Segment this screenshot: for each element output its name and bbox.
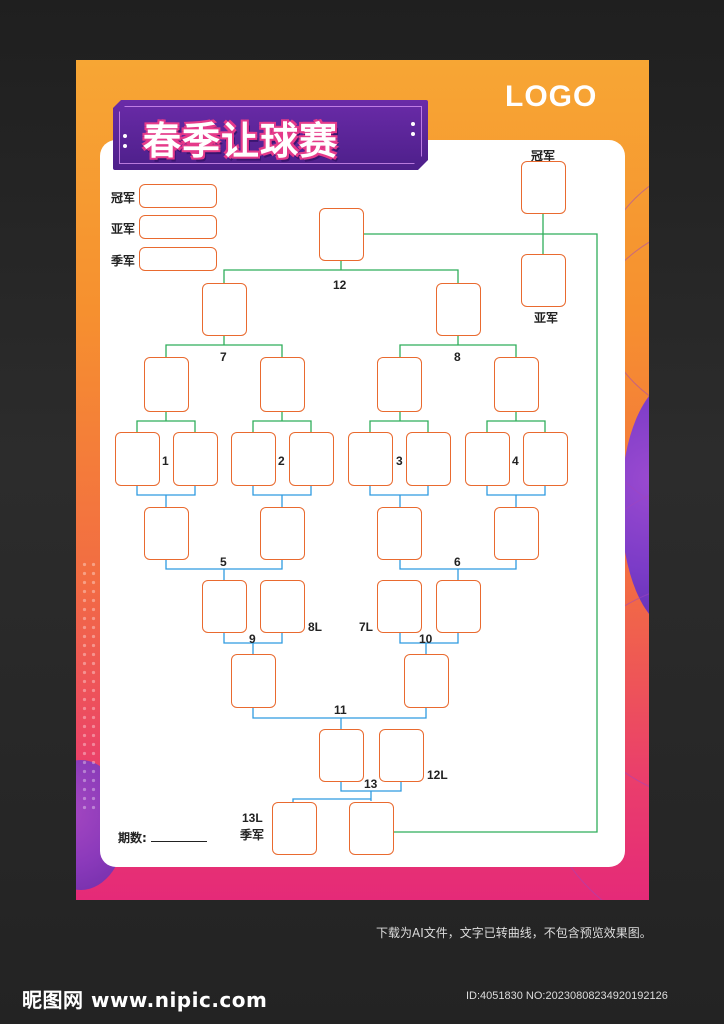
- download-note: 下载为AI文件，文字已转曲线，不包含预览效果图。: [376, 926, 652, 940]
- image-id-line: ID:4051830 NO:20230808234920192126: [466, 990, 668, 1002]
- result-champion-field[interactable]: [139, 184, 217, 208]
- team-box[interactable]: [231, 432, 276, 486]
- logo: LOGO: [505, 80, 598, 113]
- banner-plate: [113, 100, 428, 170]
- period-underline[interactable]: [151, 841, 207, 842]
- loser-box-12l[interactable]: [379, 729, 424, 782]
- loser-box[interactable]: [377, 507, 422, 560]
- loser-tag-13l: 13L: [242, 811, 263, 825]
- loser-final-box[interactable]: [319, 729, 364, 782]
- loser-box[interactable]: [231, 654, 276, 708]
- loser-box[interactable]: [260, 507, 305, 560]
- team-box[interactable]: [115, 432, 160, 486]
- match-number-7: 7: [220, 350, 227, 364]
- poster-title: 春季让球赛: [143, 119, 339, 163]
- loser-box[interactable]: [436, 580, 481, 633]
- semifinal-box-right[interactable]: [436, 283, 481, 336]
- match-number-5: 5: [220, 555, 227, 569]
- sparkle-icon: [123, 144, 127, 148]
- match-number-11: 11: [334, 703, 347, 717]
- site-watermark: 昵图网 www.nipic.com: [22, 988, 268, 1012]
- banner-frame: [119, 106, 422, 164]
- final-box[interactable]: [319, 208, 364, 261]
- third-place-box[interactable]: [272, 802, 317, 855]
- team-box[interactable]: [289, 432, 334, 486]
- result-runner-up-field[interactable]: [139, 215, 217, 239]
- match-number-10: 10: [419, 632, 433, 646]
- quarterfinal-box[interactable]: [494, 357, 539, 412]
- result-label-runner-up: 亚军: [111, 222, 136, 236]
- loser-tag-12l: 12L: [427, 768, 448, 782]
- quarterfinal-box[interactable]: [144, 357, 189, 412]
- result-third-field[interactable]: [139, 247, 217, 271]
- champion-box[interactable]: [521, 161, 566, 214]
- loser-box-7l[interactable]: [377, 580, 422, 633]
- team-box[interactable]: [465, 432, 510, 486]
- loser-box[interactable]: [202, 580, 247, 633]
- runner-up-box[interactable]: [521, 254, 566, 307]
- team-box[interactable]: [523, 432, 568, 486]
- team-box[interactable]: [173, 432, 218, 486]
- loser-tag-7l: 7L: [359, 620, 374, 634]
- loser-tag-8l: 8L: [308, 620, 323, 634]
- match-number-3: 3: [396, 454, 403, 468]
- result-label-champion: 冠军: [111, 191, 136, 205]
- result-label-third: 季军: [111, 254, 136, 268]
- sparkle-icon: [411, 122, 415, 126]
- title-banner: 春季让球赛: [113, 100, 428, 170]
- quarterfinal-box[interactable]: [260, 357, 305, 412]
- grand-final-box[interactable]: [349, 802, 394, 855]
- sparkle-icon: [411, 132, 415, 136]
- loser-box[interactable]: [144, 507, 189, 560]
- loser-box[interactable]: [404, 654, 449, 708]
- period-label: 期数:: [118, 831, 147, 845]
- loser-box-8l[interactable]: [260, 580, 305, 633]
- third-place-label: 季军: [240, 828, 265, 842]
- quarterfinal-box[interactable]: [377, 357, 422, 412]
- match-number-4: 4: [512, 454, 519, 468]
- team-box[interactable]: [348, 432, 393, 486]
- loser-box[interactable]: [494, 507, 539, 560]
- team-box[interactable]: [406, 432, 451, 486]
- match-number-12: 12: [333, 278, 347, 292]
- runner-up-label: 亚军: [534, 311, 559, 325]
- match-number-2: 2: [278, 454, 285, 468]
- sparkle-icon: [123, 134, 127, 138]
- match-number-13: 13: [364, 777, 378, 791]
- match-number-8: 8: [454, 350, 461, 364]
- semifinal-box-left[interactable]: [202, 283, 247, 336]
- match-number-6: 6: [454, 555, 461, 569]
- match-number-1: 1: [162, 454, 169, 468]
- match-number-9: 9: [249, 632, 256, 646]
- champion-label: 冠军: [531, 149, 556, 163]
